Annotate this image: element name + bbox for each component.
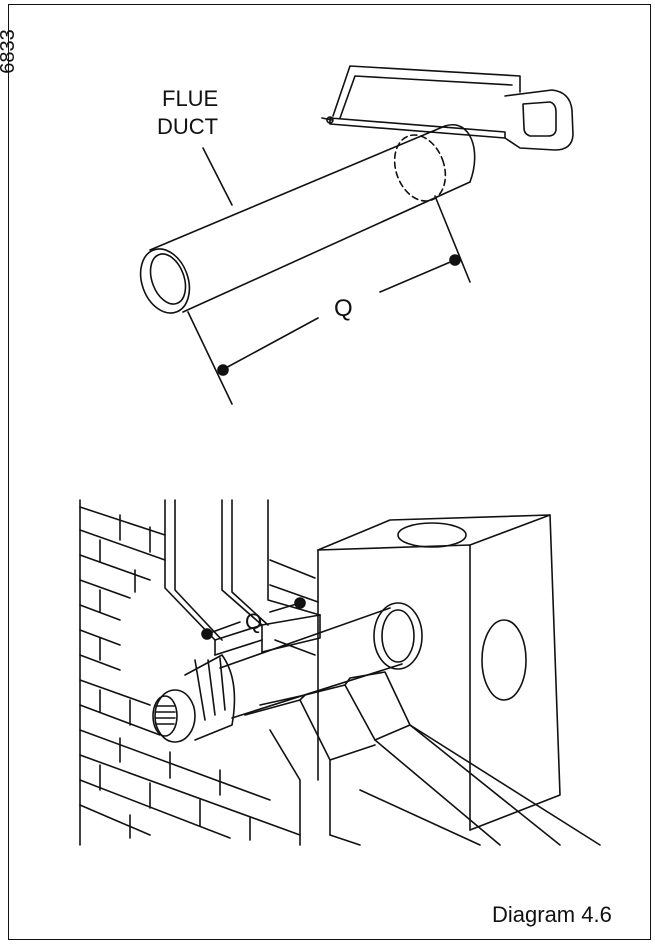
diagram-caption: Diagram 4.6: [492, 902, 612, 927]
horizontal-ducts-drawing: [244, 671, 601, 846]
flue-duct-drawing: [139, 123, 476, 314]
terminal-pipe-drawing: [152, 607, 415, 743]
dimension-q-bottom: [201, 597, 306, 640]
vertical-ducts-drawing: [164, 499, 321, 656]
dimension-label-q-top: Q: [334, 295, 353, 322]
dimension-q-top: [187, 195, 471, 405]
brick-wall-drawing: [79, 499, 319, 846]
boiler-box-drawing: [317, 514, 561, 831]
flue-label-line1: FLUE: [162, 86, 219, 111]
dimension-label-q-bottom: Q: [245, 609, 263, 634]
flue-label-line2: DUCT: [157, 114, 219, 139]
hacksaw-drawing: [321, 65, 574, 151]
diagram-frame: [8, 4, 651, 940]
